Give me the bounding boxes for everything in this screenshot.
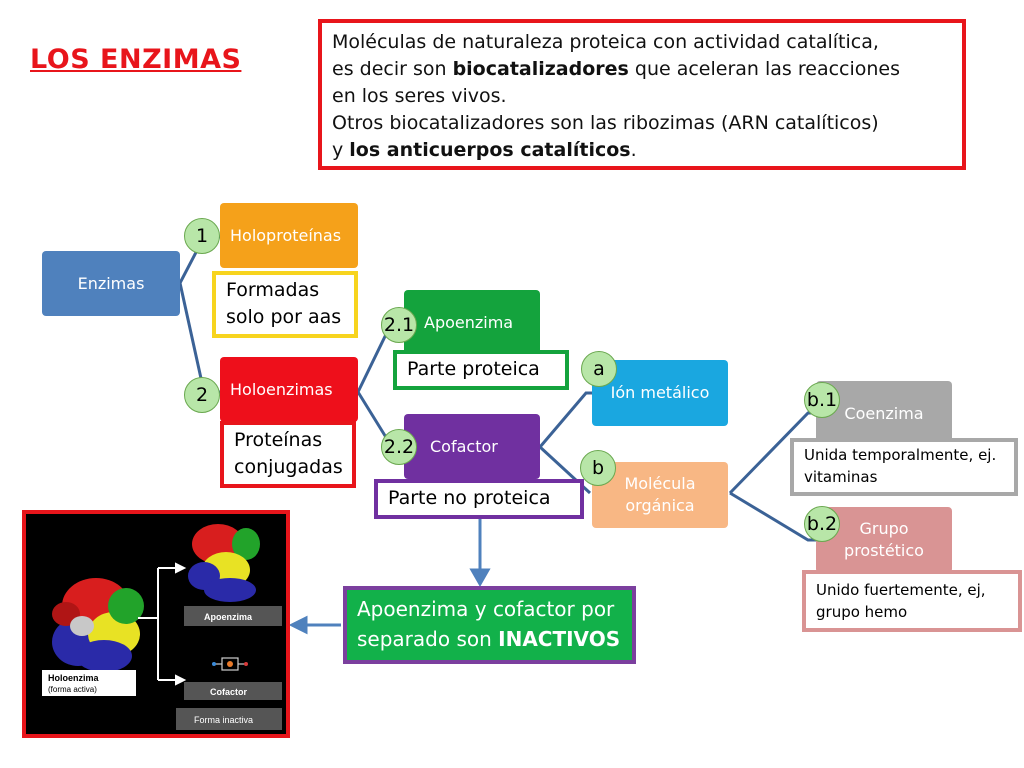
- note-proteinas-conjugadas: Proteínas conjugadas: [220, 421, 356, 488]
- cofactor-molecule-icon: [212, 657, 248, 671]
- node-molecula-organica: Molécula orgánica: [592, 462, 728, 528]
- apoenzima-label: Apoenzima: [204, 612, 253, 622]
- forma-inactiva-label: Forma inactiva: [194, 715, 253, 725]
- enzyme-illustration: Holoenzima (forma activa) Apoenzima: [42, 524, 282, 730]
- badge-2-2: 2.2: [381, 429, 417, 465]
- enzyme-image-panel: Holoenzima (forma activa) Apoenzima: [22, 510, 290, 738]
- badge-b: b: [580, 450, 616, 486]
- definition-line-2: es decir son biocatalizadores que aceler…: [332, 58, 901, 80]
- definition-line-1: Moléculas de naturaleza proteica con act…: [332, 31, 879, 53]
- inactive-bold: INACTIVOS: [498, 627, 621, 651]
- definition-bold-biocatalizadores: biocatalizadores: [452, 58, 629, 80]
- page-title: LOS ENZIMAS: [30, 44, 242, 75]
- note-unido-fuertemente: Unido fuertemente, ej, grupo hemo: [802, 570, 1022, 632]
- definition-line-3: en los seres vivos.: [332, 85, 507, 107]
- inactive-note: Apoenzima y cofactor por separado son IN…: [343, 586, 636, 664]
- badge-b-2: b.2: [804, 506, 840, 542]
- split-arrows: [138, 562, 187, 686]
- node-holoproteinas: Holoproteínas: [220, 203, 358, 268]
- note-parte-no-proteica: Parte no proteica: [374, 479, 584, 519]
- holoenzima-label: Holoenzima: [48, 673, 100, 683]
- node-holoenzimas: Holoenzimas: [220, 357, 358, 422]
- node-coenzima: Coenzima: [816, 381, 952, 447]
- arrow-down-inactive: [469, 518, 491, 588]
- badge-2-1: 2.1: [381, 307, 417, 343]
- cofactor-label: Cofactor: [210, 687, 247, 697]
- line-molecula-grupo: [729, 491, 816, 542]
- note-parte-proteica: Parte proteica: [393, 350, 569, 390]
- node-enzimas: Enzimas: [42, 251, 180, 316]
- note-formadas: Formadas solo por aas: [212, 271, 358, 338]
- badge-a: a: [581, 351, 617, 387]
- holoenzima-molecule-icon: [52, 578, 144, 672]
- apoenzima-molecule-icon: [188, 524, 260, 602]
- definition-line-4: Otros biocatalizadores son las ribozimas…: [332, 112, 879, 134]
- badge-b-1: b.1: [804, 382, 840, 418]
- node-cofactor: Cofactor: [404, 414, 540, 479]
- definition-line-5: y los anticuerpos catalíticos.: [332, 139, 637, 161]
- node-apoenzima: Apoenzima: [404, 290, 540, 355]
- arrow-left-image: [288, 615, 341, 635]
- note-unida-temporalmente: Unida temporalmente, ej. vitaminas: [790, 438, 1018, 496]
- badge-1: 1: [184, 218, 220, 254]
- definition-bold-anticuerpos: los anticuerpos catalíticos: [349, 139, 631, 161]
- badge-2: 2: [184, 377, 220, 413]
- definition-box: Moléculas de naturaleza proteica con act…: [318, 19, 966, 170]
- line-cofactor-ion: [538, 391, 592, 448]
- holoenzima-sub-label: (forma activa): [48, 685, 97, 694]
